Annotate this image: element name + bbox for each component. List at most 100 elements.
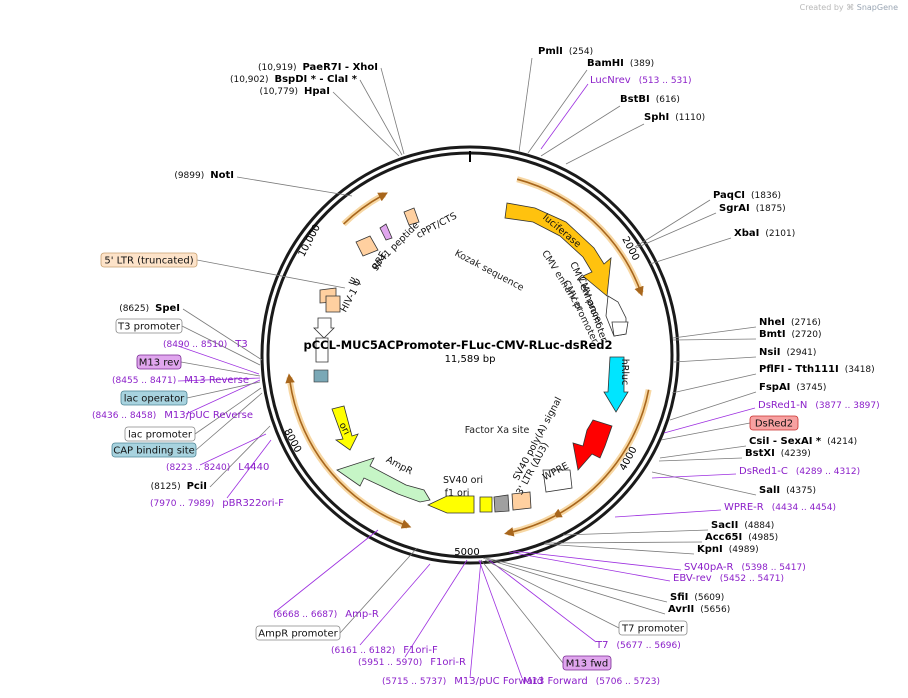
feature-label: cPPT/CTS bbox=[415, 211, 459, 241]
credit-brand: SnapGene bbox=[856, 3, 898, 12]
site-leader-line bbox=[651, 471, 757, 496]
primer-position: (6668 .. 6687) bbox=[273, 610, 337, 620]
primer-label: LucNrev(513 .. 531) bbox=[590, 75, 692, 86]
site-label: BstXI(4239) bbox=[745, 448, 811, 459]
inner-label: Ψ bbox=[347, 276, 360, 288]
box-leader-line bbox=[180, 361, 261, 377]
primer-position: (5951 .. 5970) bbox=[358, 658, 422, 668]
site-label: AvrII(5656) bbox=[668, 604, 730, 615]
site-name: PciI bbox=[187, 481, 207, 492]
site-name: BstBI bbox=[620, 94, 650, 105]
primer-label: (8223 .. 8240)L4440 bbox=[166, 462, 269, 473]
sv40-polya-box bbox=[511, 491, 532, 511]
primer-leader-line bbox=[508, 551, 671, 582]
primer-position: (4434 .. 4454) bbox=[772, 503, 836, 513]
primer-name: T3 bbox=[234, 339, 247, 350]
primer-name: Amp-R bbox=[345, 609, 379, 620]
primer-label: (5951 .. 5970) F1ori-R bbox=[358, 657, 466, 668]
orf-arc bbox=[504, 514, 556, 537]
site-position: (8125) bbox=[151, 482, 181, 492]
backbone-outer-ring bbox=[260, 145, 680, 565]
site-leader-line bbox=[673, 356, 757, 363]
box-leader-line bbox=[196, 259, 346, 289]
primer-position: (5706 .. 5723) bbox=[596, 677, 660, 687]
site-label: (10,779)HpaI bbox=[259, 86, 330, 97]
primer-label: (8490 .. 8510) T3 bbox=[163, 339, 248, 350]
site-label: (10,919)PaeR7I - XhoI bbox=[258, 62, 378, 73]
site-name: BstXI bbox=[745, 448, 775, 459]
orf-arcs bbox=[285, 176, 652, 537]
primer-label: M13 Forward(5706 .. 5723) bbox=[523, 676, 660, 687]
feature-box bbox=[124, 426, 196, 442]
site-position: (616) bbox=[656, 95, 680, 105]
primer-leader-line bbox=[185, 379, 261, 415]
site-position: (1836) bbox=[751, 191, 781, 201]
feature-box bbox=[562, 655, 612, 671]
primer-position: (8455 .. 8471) bbox=[112, 376, 176, 386]
site-label: NheI(2716) bbox=[759, 317, 821, 328]
feature-box bbox=[111, 442, 197, 458]
site-name: SfiI bbox=[670, 592, 688, 603]
feature-label: ori bbox=[336, 421, 352, 437]
gp41-peptide-shape bbox=[379, 223, 393, 241]
primer-position: (3877 .. 3897) bbox=[815, 401, 879, 411]
plasmid-name: pCCL-MUC5ACPromoter-FLuc-CMV-RLuc-dsRed2 bbox=[303, 338, 612, 352]
site-label: CsiI - SexAI *(4214) bbox=[749, 436, 857, 447]
site-leader-line bbox=[485, 557, 668, 603]
primer-name: T7 bbox=[595, 640, 608, 651]
site-name: HpaI bbox=[304, 86, 330, 97]
site-leader-line bbox=[540, 105, 621, 157]
luciferase-arrow bbox=[504, 202, 612, 297]
site-position: (2941) bbox=[786, 348, 816, 358]
site-label: (8125) PciI bbox=[151, 481, 207, 492]
orf-arc-halo bbox=[341, 191, 386, 227]
site-name: BamHI bbox=[587, 58, 624, 69]
site-position: (1875) bbox=[756, 204, 786, 214]
primer-position: (5715 .. 5737) bbox=[382, 677, 446, 687]
feature-box-label: DsRed2 bbox=[755, 419, 793, 430]
site-name: PmlI bbox=[538, 46, 563, 57]
feature-box bbox=[115, 318, 183, 334]
site-name: PflFI - Tth111I bbox=[759, 364, 839, 375]
site-leader-line bbox=[482, 557, 666, 615]
sv40-ori-box bbox=[479, 496, 493, 513]
primer-position: (8490 .. 8510) bbox=[163, 340, 227, 350]
primer-name: LucNrev bbox=[590, 75, 631, 86]
site-position: (2720) bbox=[792, 330, 822, 340]
orf-arc-halo bbox=[507, 513, 557, 536]
lac-region-box bbox=[313, 369, 329, 383]
site-label: Acc65I(4985) bbox=[705, 532, 778, 543]
primer-position: (7970 .. 7989) bbox=[150, 499, 214, 509]
site-position: (10,902) bbox=[230, 75, 269, 85]
primer-name: M13/pUC Reverse bbox=[164, 410, 253, 421]
site-leader-line bbox=[527, 69, 588, 154]
primer-name: F1ori-R bbox=[430, 657, 466, 668]
site-position: (5609) bbox=[694, 593, 724, 603]
cppt-cts-box bbox=[403, 207, 420, 226]
feature-label: SV40 ori bbox=[443, 475, 483, 486]
leader-lines bbox=[177, 57, 757, 679]
site-name: Acc65I bbox=[705, 532, 742, 543]
site-name: NotI bbox=[210, 170, 234, 181]
feature-box bbox=[100, 252, 198, 268]
site-position: (4214) bbox=[827, 437, 857, 447]
site-leader-line bbox=[332, 91, 400, 157]
feature-box bbox=[136, 354, 182, 370]
site-leader-line bbox=[359, 79, 403, 156]
dsred2-arrow bbox=[572, 419, 613, 471]
site-leader-line bbox=[634, 199, 711, 248]
site-leader-line bbox=[659, 445, 747, 459]
primer-leader-line bbox=[177, 345, 260, 375]
site-leader-line bbox=[649, 237, 732, 265]
site-name: NsiI bbox=[759, 347, 780, 358]
site-name: BspDI * - ClaI * bbox=[274, 74, 357, 85]
plasmid-size: 11,589 bp bbox=[445, 354, 496, 365]
inner-label: Kozak sequence bbox=[453, 248, 526, 294]
site-name: SacII bbox=[711, 520, 738, 531]
box-leader-line bbox=[484, 559, 620, 629]
orf-arc bbox=[552, 389, 650, 518]
site-name: NheI bbox=[759, 317, 785, 328]
feature-box bbox=[749, 415, 799, 431]
primer-leader-line bbox=[663, 407, 756, 434]
site-name: SpeI bbox=[155, 303, 180, 314]
